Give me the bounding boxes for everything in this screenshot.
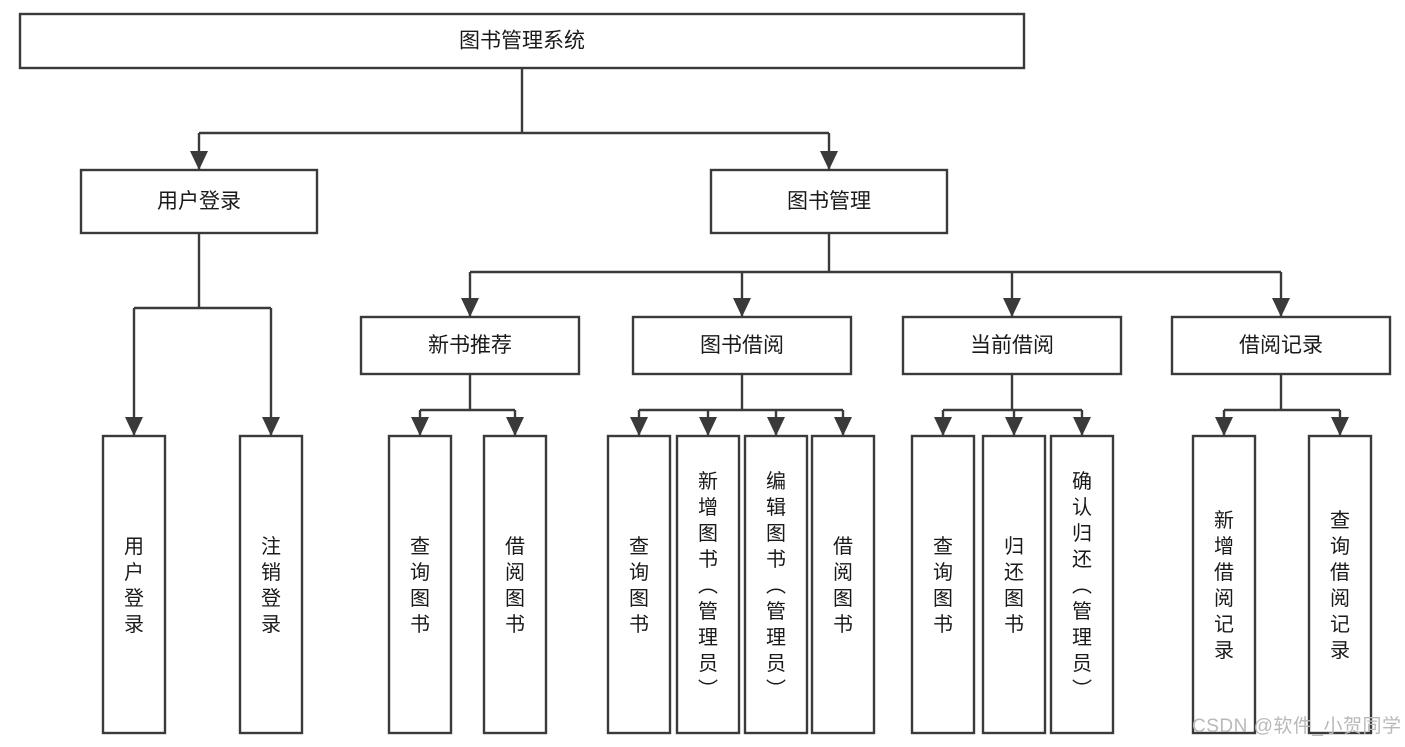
arrow-head-user-login-0 — [125, 417, 143, 436]
node-label-current-borrow: 当前借阅 — [970, 334, 1054, 357]
node-leaf-query-book-3[interactable]: 查询图书 — [910, 434, 976, 735]
arrow-head-user-login-1 — [262, 417, 280, 436]
node-root[interactable]: 图书管理系统 — [18, 12, 1026, 70]
arrow-head-book-manage-0 — [461, 298, 479, 317]
node-label-user-login: 用户登录 — [157, 190, 241, 213]
node-new-book-recommend[interactable]: 新书推荐 — [359, 315, 581, 376]
node-box-current-borrow — [901, 315, 1123, 376]
node-label-leaf-add-borrow-record: 新增借阅记录 — [1214, 509, 1234, 662]
node-leaf-query-borrow-record[interactable]: 查询借阅记录 — [1307, 434, 1373, 735]
node-box-leaf-edit-book — [743, 434, 809, 735]
node-label-leaf-borrow-book-1: 借阅图书 — [505, 535, 525, 636]
node-box-leaf-confirm-return — [1049, 434, 1115, 735]
node-book-borrow[interactable]: 图书借阅 — [631, 315, 853, 376]
node-user-login[interactable]: 用户登录 — [79, 168, 319, 235]
node-leaf-confirm-return[interactable]: 确认归还︵管理员︶ — [1049, 434, 1115, 735]
node-current-borrow[interactable]: 当前借阅 — [901, 315, 1123, 376]
node-box-borrow-record — [1170, 315, 1392, 376]
arrow-head-current-borrow-0 — [934, 417, 952, 436]
node-leaf-borrow-book-2[interactable]: 借阅图书 — [810, 434, 876, 735]
node-label-leaf-borrow-book-2: 借阅图书 — [833, 535, 853, 636]
node-label-leaf-user-login: 用户登录 — [124, 536, 144, 636]
arrow-head-book-borrow-1 — [699, 417, 717, 436]
node-box-leaf-user-logout — [238, 434, 304, 735]
arrow-head-root-0 — [190, 151, 208, 170]
node-label-leaf-add-book: 新增图书︵管理员︶ — [698, 470, 718, 701]
node-box-leaf-add-borrow-record — [1191, 434, 1257, 735]
node-box-leaf-query-book-1 — [387, 434, 453, 735]
node-leaf-add-book[interactable]: 新增图书︵管理员︶ — [675, 434, 741, 735]
node-box-leaf-borrow-book-1 — [482, 434, 548, 735]
node-leaf-query-book-2[interactable]: 查询图书 — [606, 434, 672, 735]
node-label-leaf-query-book-3: 查询图书 — [933, 535, 953, 636]
node-label-book-borrow: 图书借阅 — [700, 334, 784, 357]
node-box-leaf-query-borrow-record — [1307, 434, 1373, 735]
node-box-book-manage — [709, 168, 949, 235]
node-leaf-user-logout[interactable]: 注销登录 — [238, 434, 304, 735]
node-box-leaf-user-login — [101, 434, 167, 735]
arrow-head-root-1 — [820, 151, 838, 170]
node-label-book-manage: 图书管理 — [787, 190, 871, 213]
node-leaf-edit-book[interactable]: 编辑图书︵管理员︶ — [743, 434, 809, 735]
node-box-leaf-add-book — [675, 434, 741, 735]
node-leaf-user-login[interactable]: 用户登录 — [101, 434, 167, 735]
node-label-root: 图书管理系统 — [459, 30, 585, 53]
csdn-watermark: CSDN @软件_小贺同学 — [1192, 715, 1401, 737]
nodes-layer: 图书管理系统用户登录图书管理用户登录注销登录新书推荐图书借阅当前借阅借阅记录查询… — [18, 12, 1392, 735]
arrow-head-book-borrow-3 — [834, 417, 852, 436]
node-label-leaf-query-book-1: 查询图书 — [410, 535, 430, 636]
arrow-head-book-borrow-2 — [767, 417, 785, 436]
node-box-book-borrow — [631, 315, 853, 376]
node-leaf-query-book-1[interactable]: 查询图书 — [387, 434, 453, 735]
node-box-leaf-borrow-book-2 — [810, 434, 876, 735]
connectors-layer — [125, 68, 1349, 436]
arrow-head-new-book-recommend-0 — [411, 417, 429, 436]
arrow-head-current-borrow-2 — [1073, 417, 1091, 436]
node-box-new-book-recommend — [359, 315, 581, 376]
arrow-head-new-book-recommend-1 — [506, 417, 524, 436]
node-label-borrow-record: 借阅记录 — [1239, 334, 1323, 357]
node-label-leaf-return-book: 归还图书 — [1004, 535, 1024, 636]
arrow-head-book-borrow-0 — [630, 417, 648, 436]
node-leaf-add-borrow-record[interactable]: 新增借阅记录 — [1191, 434, 1257, 735]
node-leaf-return-book[interactable]: 归还图书 — [981, 434, 1047, 735]
node-book-manage[interactable]: 图书管理 — [709, 168, 949, 235]
arrow-head-borrow-record-1 — [1331, 417, 1349, 436]
arrow-head-current-borrow-1 — [1005, 417, 1023, 436]
node-box-leaf-return-book — [981, 434, 1047, 735]
arrow-head-book-manage-2 — [1003, 298, 1021, 317]
node-box-user-login — [79, 168, 319, 235]
node-label-leaf-confirm-return: 确认归还︵管理员︶ — [1072, 470, 1092, 701]
node-label-leaf-query-borrow-record: 查询借阅记录 — [1330, 509, 1350, 662]
node-label-leaf-query-book-2: 查询图书 — [629, 535, 649, 636]
node-label-new-book-recommend: 新书推荐 — [428, 334, 512, 357]
node-label-leaf-user-logout: 注销登录 — [261, 535, 281, 636]
arrow-head-borrow-record-0 — [1215, 417, 1233, 436]
node-box-leaf-query-book-3 — [910, 434, 976, 735]
node-leaf-borrow-book-1[interactable]: 借阅图书 — [482, 434, 548, 735]
node-box-root — [18, 12, 1026, 70]
node-label-leaf-edit-book: 编辑图书︵管理员︶ — [766, 470, 786, 701]
node-box-leaf-query-book-2 — [606, 434, 672, 735]
arrow-head-book-manage-3 — [1272, 298, 1290, 317]
arrow-head-book-manage-1 — [733, 298, 751, 317]
node-borrow-record[interactable]: 借阅记录 — [1170, 315, 1392, 376]
